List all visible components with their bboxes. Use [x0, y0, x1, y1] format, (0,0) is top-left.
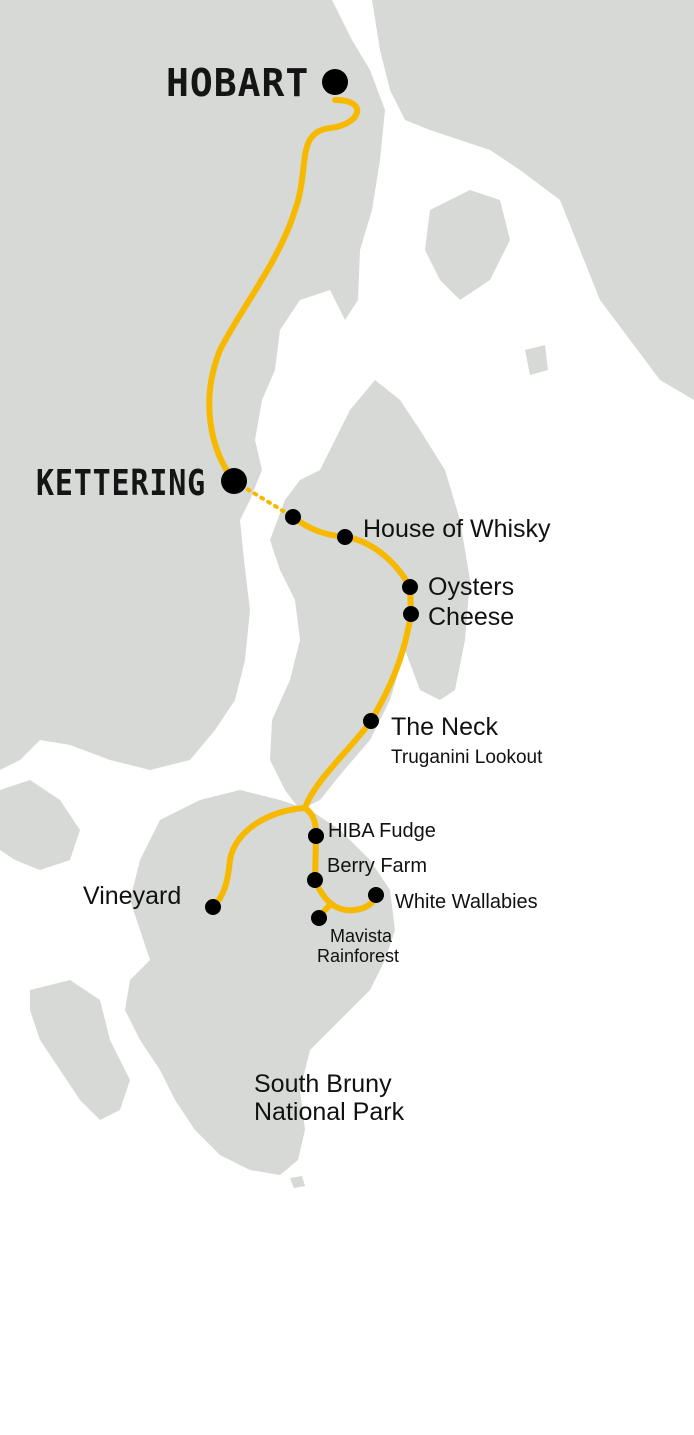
mainland-landmass [0, 0, 385, 770]
north-bruny-landmass [270, 380, 470, 810]
stops-group [205, 69, 419, 926]
house-of-whisky-label: House of Whisky [363, 515, 551, 543]
berry-farm-label: Berry Farm [327, 855, 427, 877]
oysters-marker [402, 579, 418, 595]
east-island [425, 190, 510, 300]
mavista-label: Mavista [330, 926, 393, 946]
vineyard-marker [205, 899, 221, 915]
east-islet [525, 345, 548, 375]
white-wallabies-marker [368, 887, 384, 903]
south-islet [290, 1176, 305, 1188]
hobart-label: HOBART [166, 61, 309, 105]
hiba-fudge-marker [308, 828, 324, 844]
oysters-label: Oysters [428, 573, 514, 601]
national-park-label: National Park [254, 1098, 405, 1126]
the-neck-marker [363, 713, 379, 729]
hobart-marker [322, 69, 348, 95]
kettering-label: KETTERING [36, 463, 206, 504]
kettering-marker [221, 468, 247, 494]
white-wallabies-label: White Wallabies [395, 891, 538, 913]
labels-group: HOBART KETTERING House of Whisky Oysters… [36, 61, 551, 1126]
mavista-marker [311, 910, 327, 926]
southwest-coast [0, 780, 80, 870]
eastern-shore-landmass [372, 0, 694, 400]
hiba-fudge-label: HIBA Fudge [328, 820, 436, 842]
ferry-landing-marker [285, 509, 301, 525]
cheese-label: Cheese [428, 603, 514, 631]
south-bruny-landmass [125, 790, 395, 1175]
vineyard-label: Vineyard [83, 882, 181, 910]
west-islet [0, 620, 40, 665]
house-of-whisky-marker [337, 529, 353, 545]
rainforest-label: Rainforest [317, 946, 399, 966]
south-bruny-label: South Bruny [254, 1070, 392, 1098]
route-hobart-kettering [206, 97, 360, 484]
berry-farm-marker [307, 872, 323, 888]
cheese-marker [403, 606, 419, 622]
route-to-vineyard [210, 805, 308, 910]
southwest-island [30, 980, 130, 1120]
truganini-lookout-label: Truganini Lookout [391, 747, 543, 768]
the-neck-label: The Neck [391, 713, 498, 741]
landmass-group [0, 0, 694, 1188]
